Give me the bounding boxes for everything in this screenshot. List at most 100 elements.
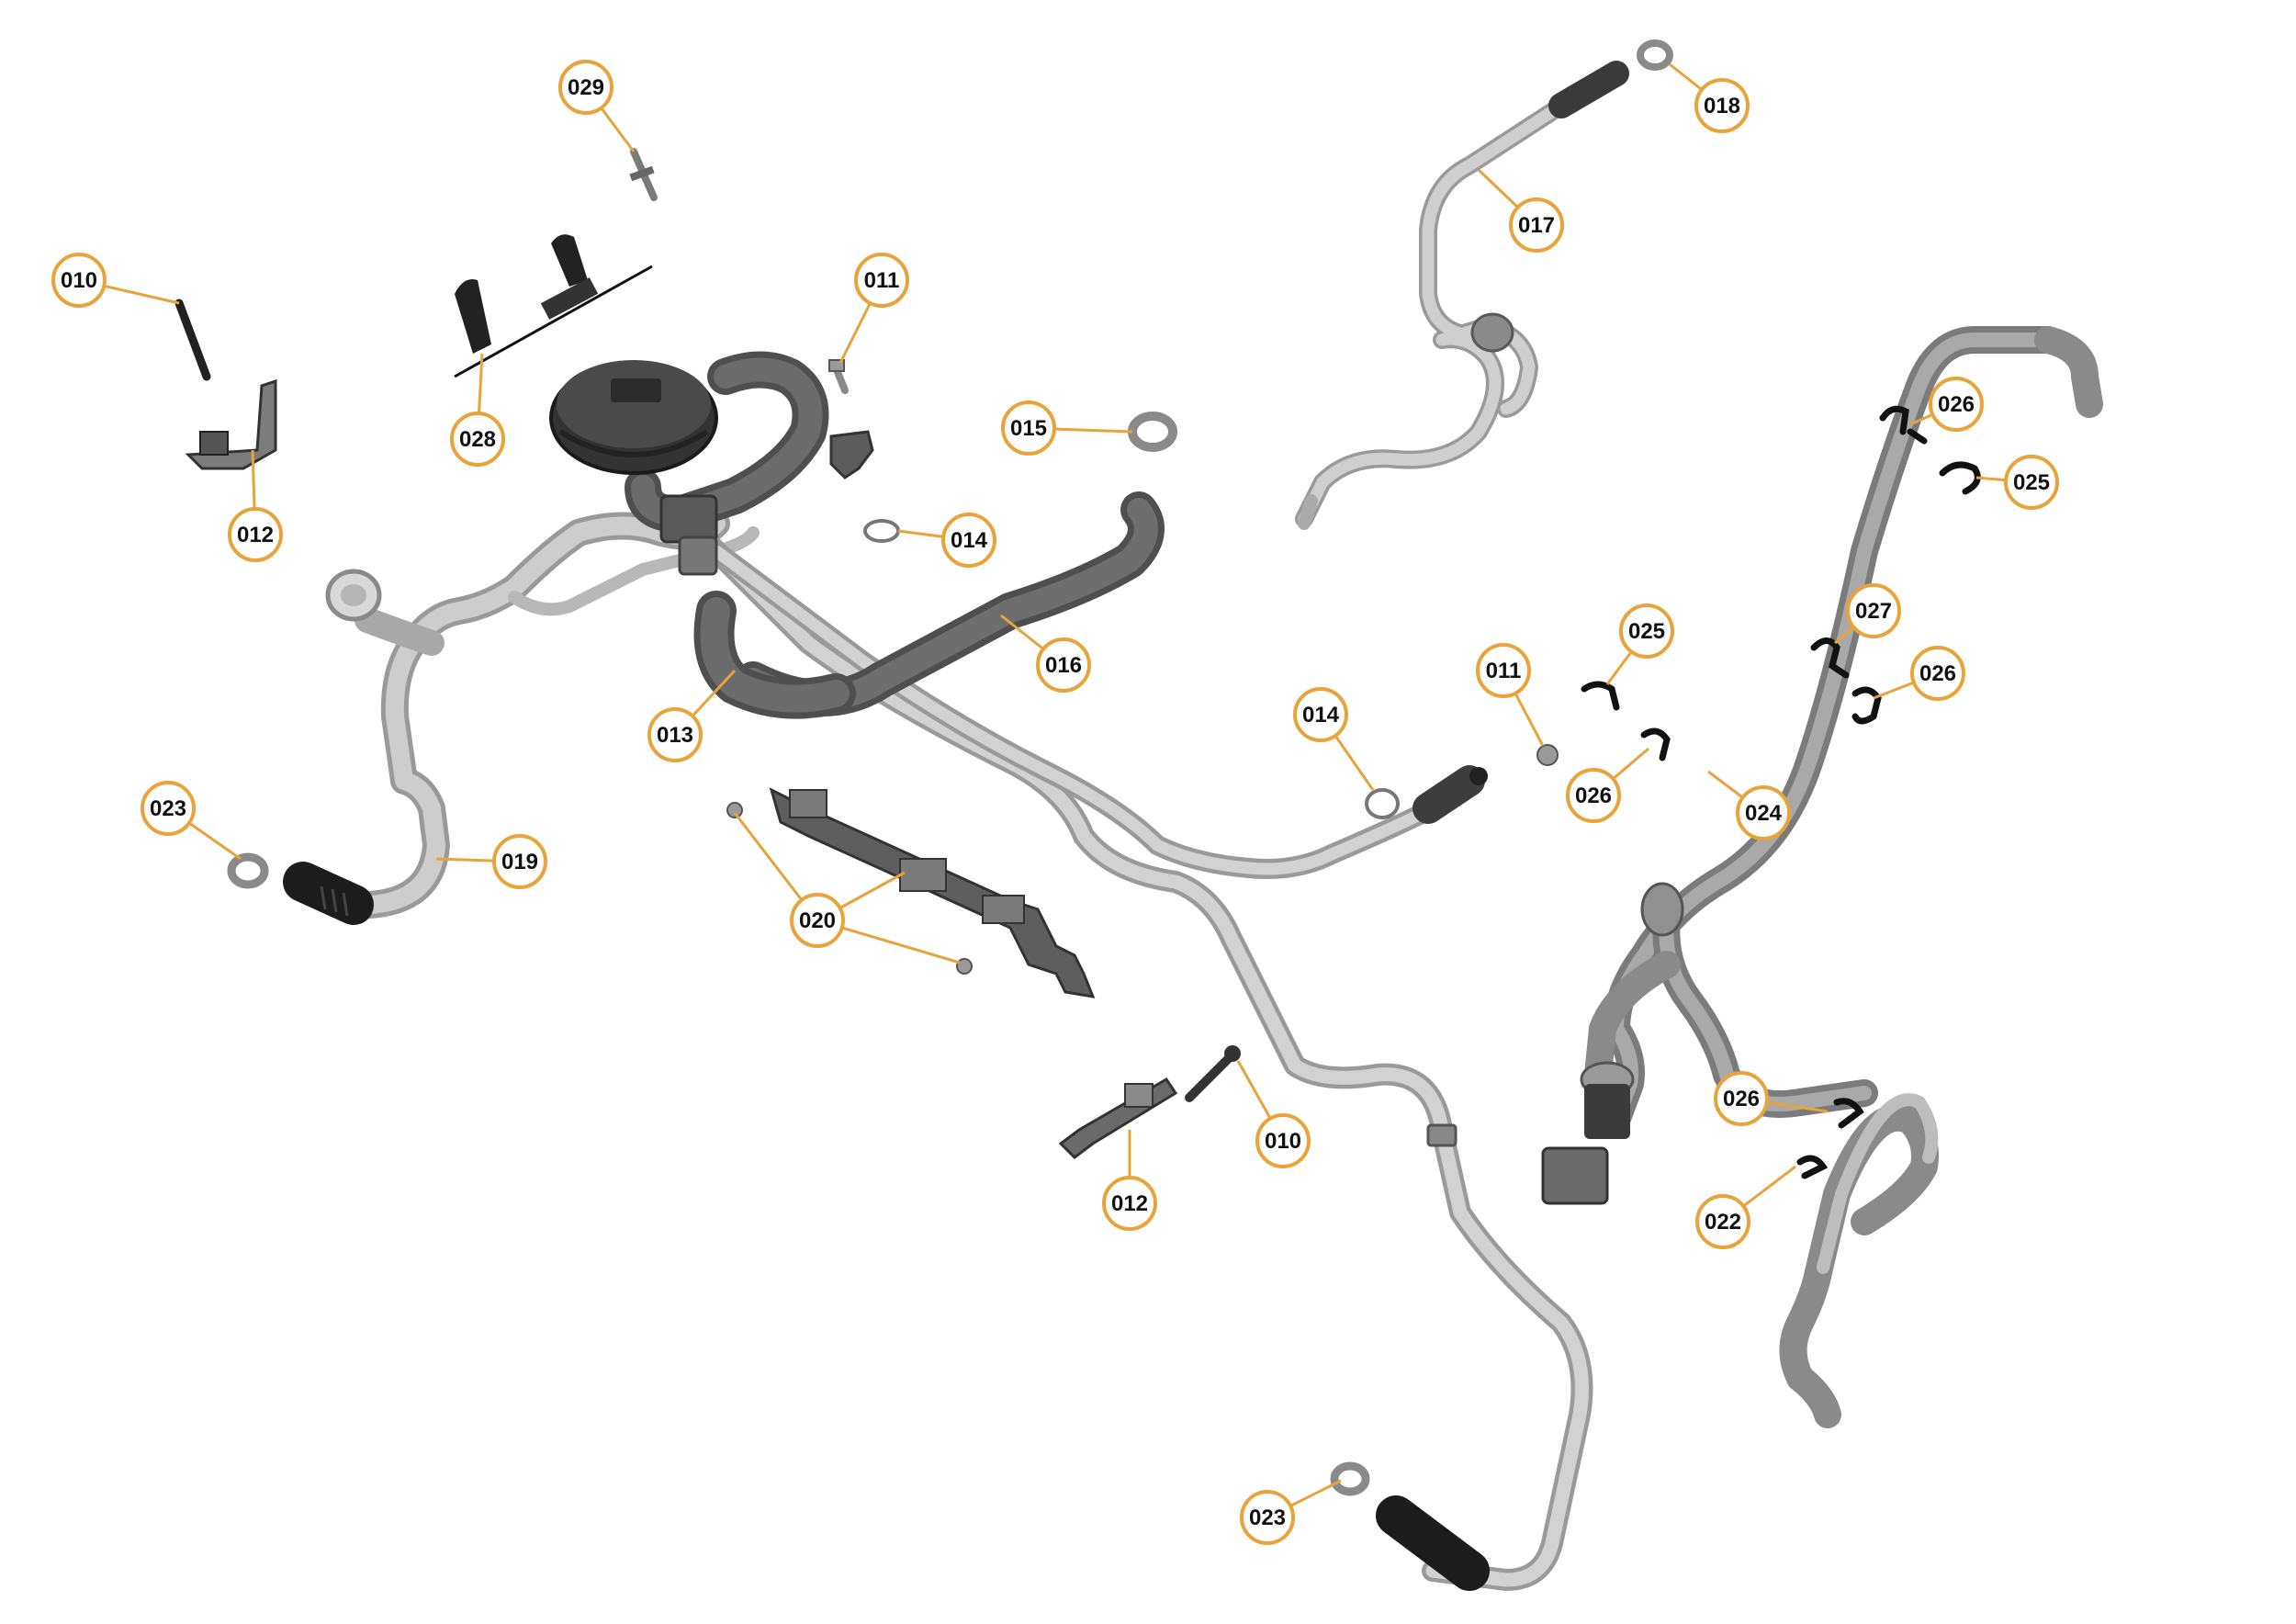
callout-014: 014 <box>1293 687 1348 742</box>
callout-ring <box>1566 768 1621 823</box>
callout-label: 028 <box>459 427 496 452</box>
part-014-oring-upper <box>863 519 900 543</box>
callout-017: 017 <box>1509 197 1564 253</box>
callout-ring <box>141 781 196 836</box>
callout-018: 018 <box>1694 78 1750 133</box>
part-012-bracket-upper <box>174 299 277 470</box>
callout-ring <box>1929 377 1984 432</box>
part-017-hose <box>1295 61 1629 530</box>
part-013-hose <box>549 351 874 719</box>
callout-label: 020 <box>799 908 836 933</box>
callout-label: 011 <box>1486 659 1522 683</box>
callout-ring <box>790 893 845 948</box>
callout-label: 015 <box>1010 416 1047 441</box>
callout-ring <box>1036 637 1091 693</box>
callout-label: 022 <box>1705 1210 1741 1235</box>
callout-ring <box>2004 455 2059 510</box>
callouts-layer: 029 010 028 011 012 015 014 016 013 023 019 020 018 0… <box>51 60 2059 1545</box>
callout-label: 026 <box>1938 392 1975 417</box>
callout-label: 012 <box>237 523 274 547</box>
callout-ring <box>1102 1176 1157 1231</box>
callout-label: 023 <box>150 796 186 821</box>
callout-ring <box>1476 643 1531 698</box>
part-029-clip <box>629 148 658 201</box>
callout-label: 025 <box>2013 470 2050 495</box>
callout-ring <box>1695 1194 1750 1249</box>
callout-label: 029 <box>568 75 604 100</box>
callout-027: 027 <box>1846 583 1901 638</box>
callout-026: 026 <box>1714 1071 1769 1126</box>
part-long-return-pipe <box>687 522 1593 1591</box>
callout-023: 023 <box>1240 1490 1295 1545</box>
callout-014: 014 <box>941 513 996 568</box>
part-023-clamp-upper <box>227 852 269 889</box>
callout-ring <box>558 60 613 115</box>
callout-ring <box>1240 1490 1295 1545</box>
callout-019: 019 <box>492 834 547 889</box>
callout-ring <box>1694 78 1750 133</box>
callout-ring <box>1910 646 1965 701</box>
callout-023: 023 <box>141 781 196 836</box>
callout-015: 015 <box>1001 400 1056 456</box>
callout-ring <box>51 253 107 308</box>
callout-025: 025 <box>2004 455 2059 510</box>
callout-026: 026 <box>1929 377 1984 432</box>
callout-label: 024 <box>1745 801 1783 826</box>
part-012-bracket-lower <box>1058 1045 1241 1159</box>
clip-parts <box>1581 405 1981 1179</box>
callout-label: 016 <box>1045 653 1082 678</box>
callout-029: 029 <box>558 60 613 115</box>
callout-label: 014 <box>951 528 988 553</box>
callout-ring <box>647 707 703 762</box>
callout-020: 020 <box>790 893 845 948</box>
callout-ring <box>1736 785 1791 840</box>
callout-ring <box>1846 583 1901 638</box>
part-019-pipe <box>283 510 760 925</box>
callout-026: 026 <box>1566 768 1621 823</box>
part-015-clamp <box>1128 412 1177 452</box>
callout-ring <box>1714 1071 1769 1126</box>
part-011-bolt-upper <box>828 359 849 394</box>
parts-layer <box>174 39 2103 1591</box>
callout-label: 026 <box>1575 784 1612 808</box>
callout-label: 010 <box>1265 1129 1301 1154</box>
callout-013: 013 <box>647 707 703 762</box>
callout-ring <box>1255 1113 1311 1168</box>
callout-ring <box>1001 400 1056 456</box>
callout-010: 010 <box>51 253 107 308</box>
callout-024: 024 <box>1736 785 1791 840</box>
callout-label: 026 <box>1723 1087 1760 1111</box>
callout-010: 010 <box>1255 1113 1311 1168</box>
part-011-bolt-lower <box>1536 744 1559 766</box>
callout-025: 025 <box>1619 603 1674 659</box>
part-014-oring-lower <box>1365 788 1400 819</box>
callout-011: 011 <box>854 253 909 308</box>
callout-028: 028 <box>450 412 505 467</box>
callout-ring <box>492 834 547 889</box>
callout-ring <box>450 412 505 467</box>
callout-022: 022 <box>1695 1194 1750 1249</box>
callout-label: 011 <box>864 268 900 293</box>
callout-label: 017 <box>1518 213 1555 238</box>
callout-012: 012 <box>228 507 283 562</box>
callout-label: 026 <box>1919 661 1956 686</box>
callout-label: 018 <box>1704 94 1740 118</box>
callout-label: 019 <box>501 850 538 874</box>
callout-016: 016 <box>1036 637 1091 693</box>
callout-ring <box>1293 687 1348 742</box>
callout-ring <box>1619 603 1674 659</box>
callout-ring <box>941 513 996 568</box>
callout-ring <box>228 507 283 562</box>
callout-label: 010 <box>61 268 97 293</box>
callout-label: 014 <box>1302 703 1340 727</box>
part-028-holder <box>454 234 653 378</box>
callout-label: 027 <box>1855 599 1892 624</box>
part-020-bracket <box>726 787 1096 998</box>
callout-label: 012 <box>1111 1191 1148 1216</box>
callout-011: 011 <box>1476 643 1531 698</box>
callout-012: 012 <box>1102 1176 1157 1231</box>
callout-ring <box>1509 197 1564 253</box>
callout-026: 026 <box>1910 646 1965 701</box>
callout-label: 023 <box>1249 1506 1286 1530</box>
